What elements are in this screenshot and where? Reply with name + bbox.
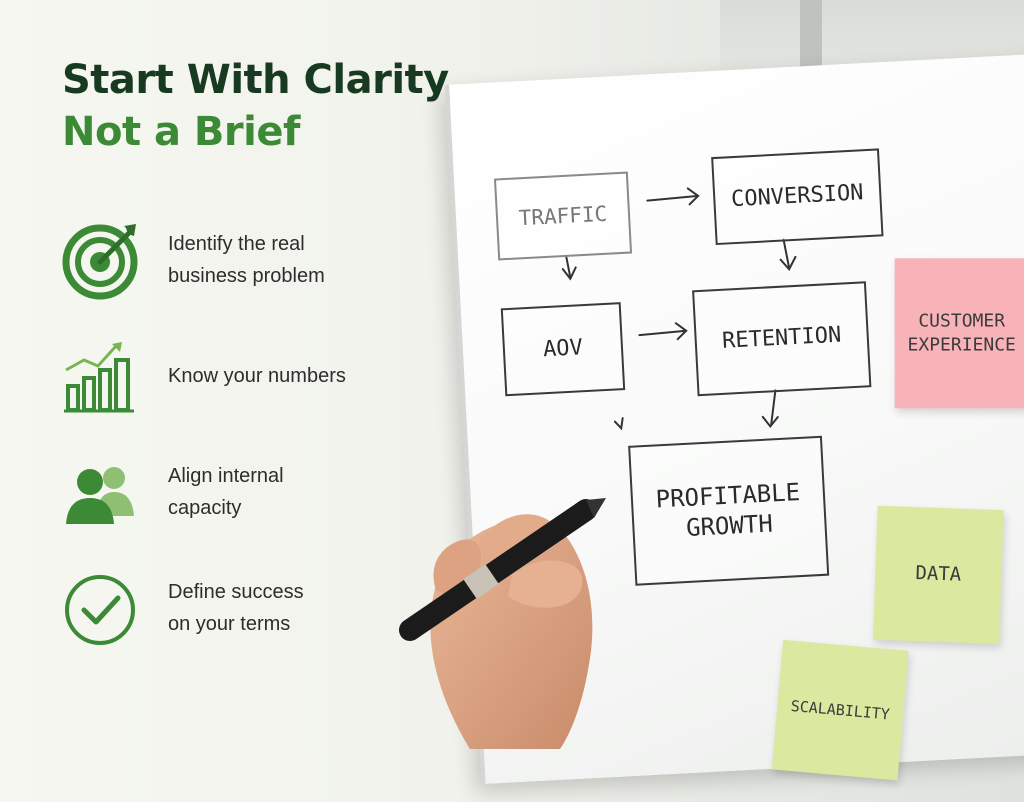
whiteboard: TRAFFIC CONVERSION AOV RETENTION PROFITA… bbox=[445, 52, 1024, 785]
feature-text: Define success on your terms bbox=[168, 581, 304, 635]
feature-identify-problem: Identify the real business problem bbox=[62, 220, 442, 300]
team-icon bbox=[62, 452, 142, 532]
feature-align-capacity: Align internal capacity bbox=[62, 452, 442, 532]
feature-text: Align internal capacity bbox=[168, 465, 284, 519]
headline-line-2: Not a Brief bbox=[62, 109, 300, 155]
marker-pen bbox=[399, 498, 606, 641]
hand-with-marker bbox=[399, 498, 606, 749]
feature-text: Identify the real business problem bbox=[168, 233, 325, 287]
bar-chart-icon bbox=[62, 336, 142, 416]
checkmark-icon bbox=[62, 568, 142, 648]
headline: Start With Clarity, Not a Brief bbox=[62, 54, 461, 158]
feature-know-numbers: Know your numbers bbox=[62, 336, 442, 416]
headline-line-1: Start With Clarity, bbox=[62, 57, 461, 103]
feature-text: Know your numbers bbox=[168, 365, 346, 387]
target-icon bbox=[62, 220, 142, 300]
feature-define-success: Define success on your terms bbox=[62, 568, 442, 648]
flow-arrows bbox=[561, 187, 797, 431]
